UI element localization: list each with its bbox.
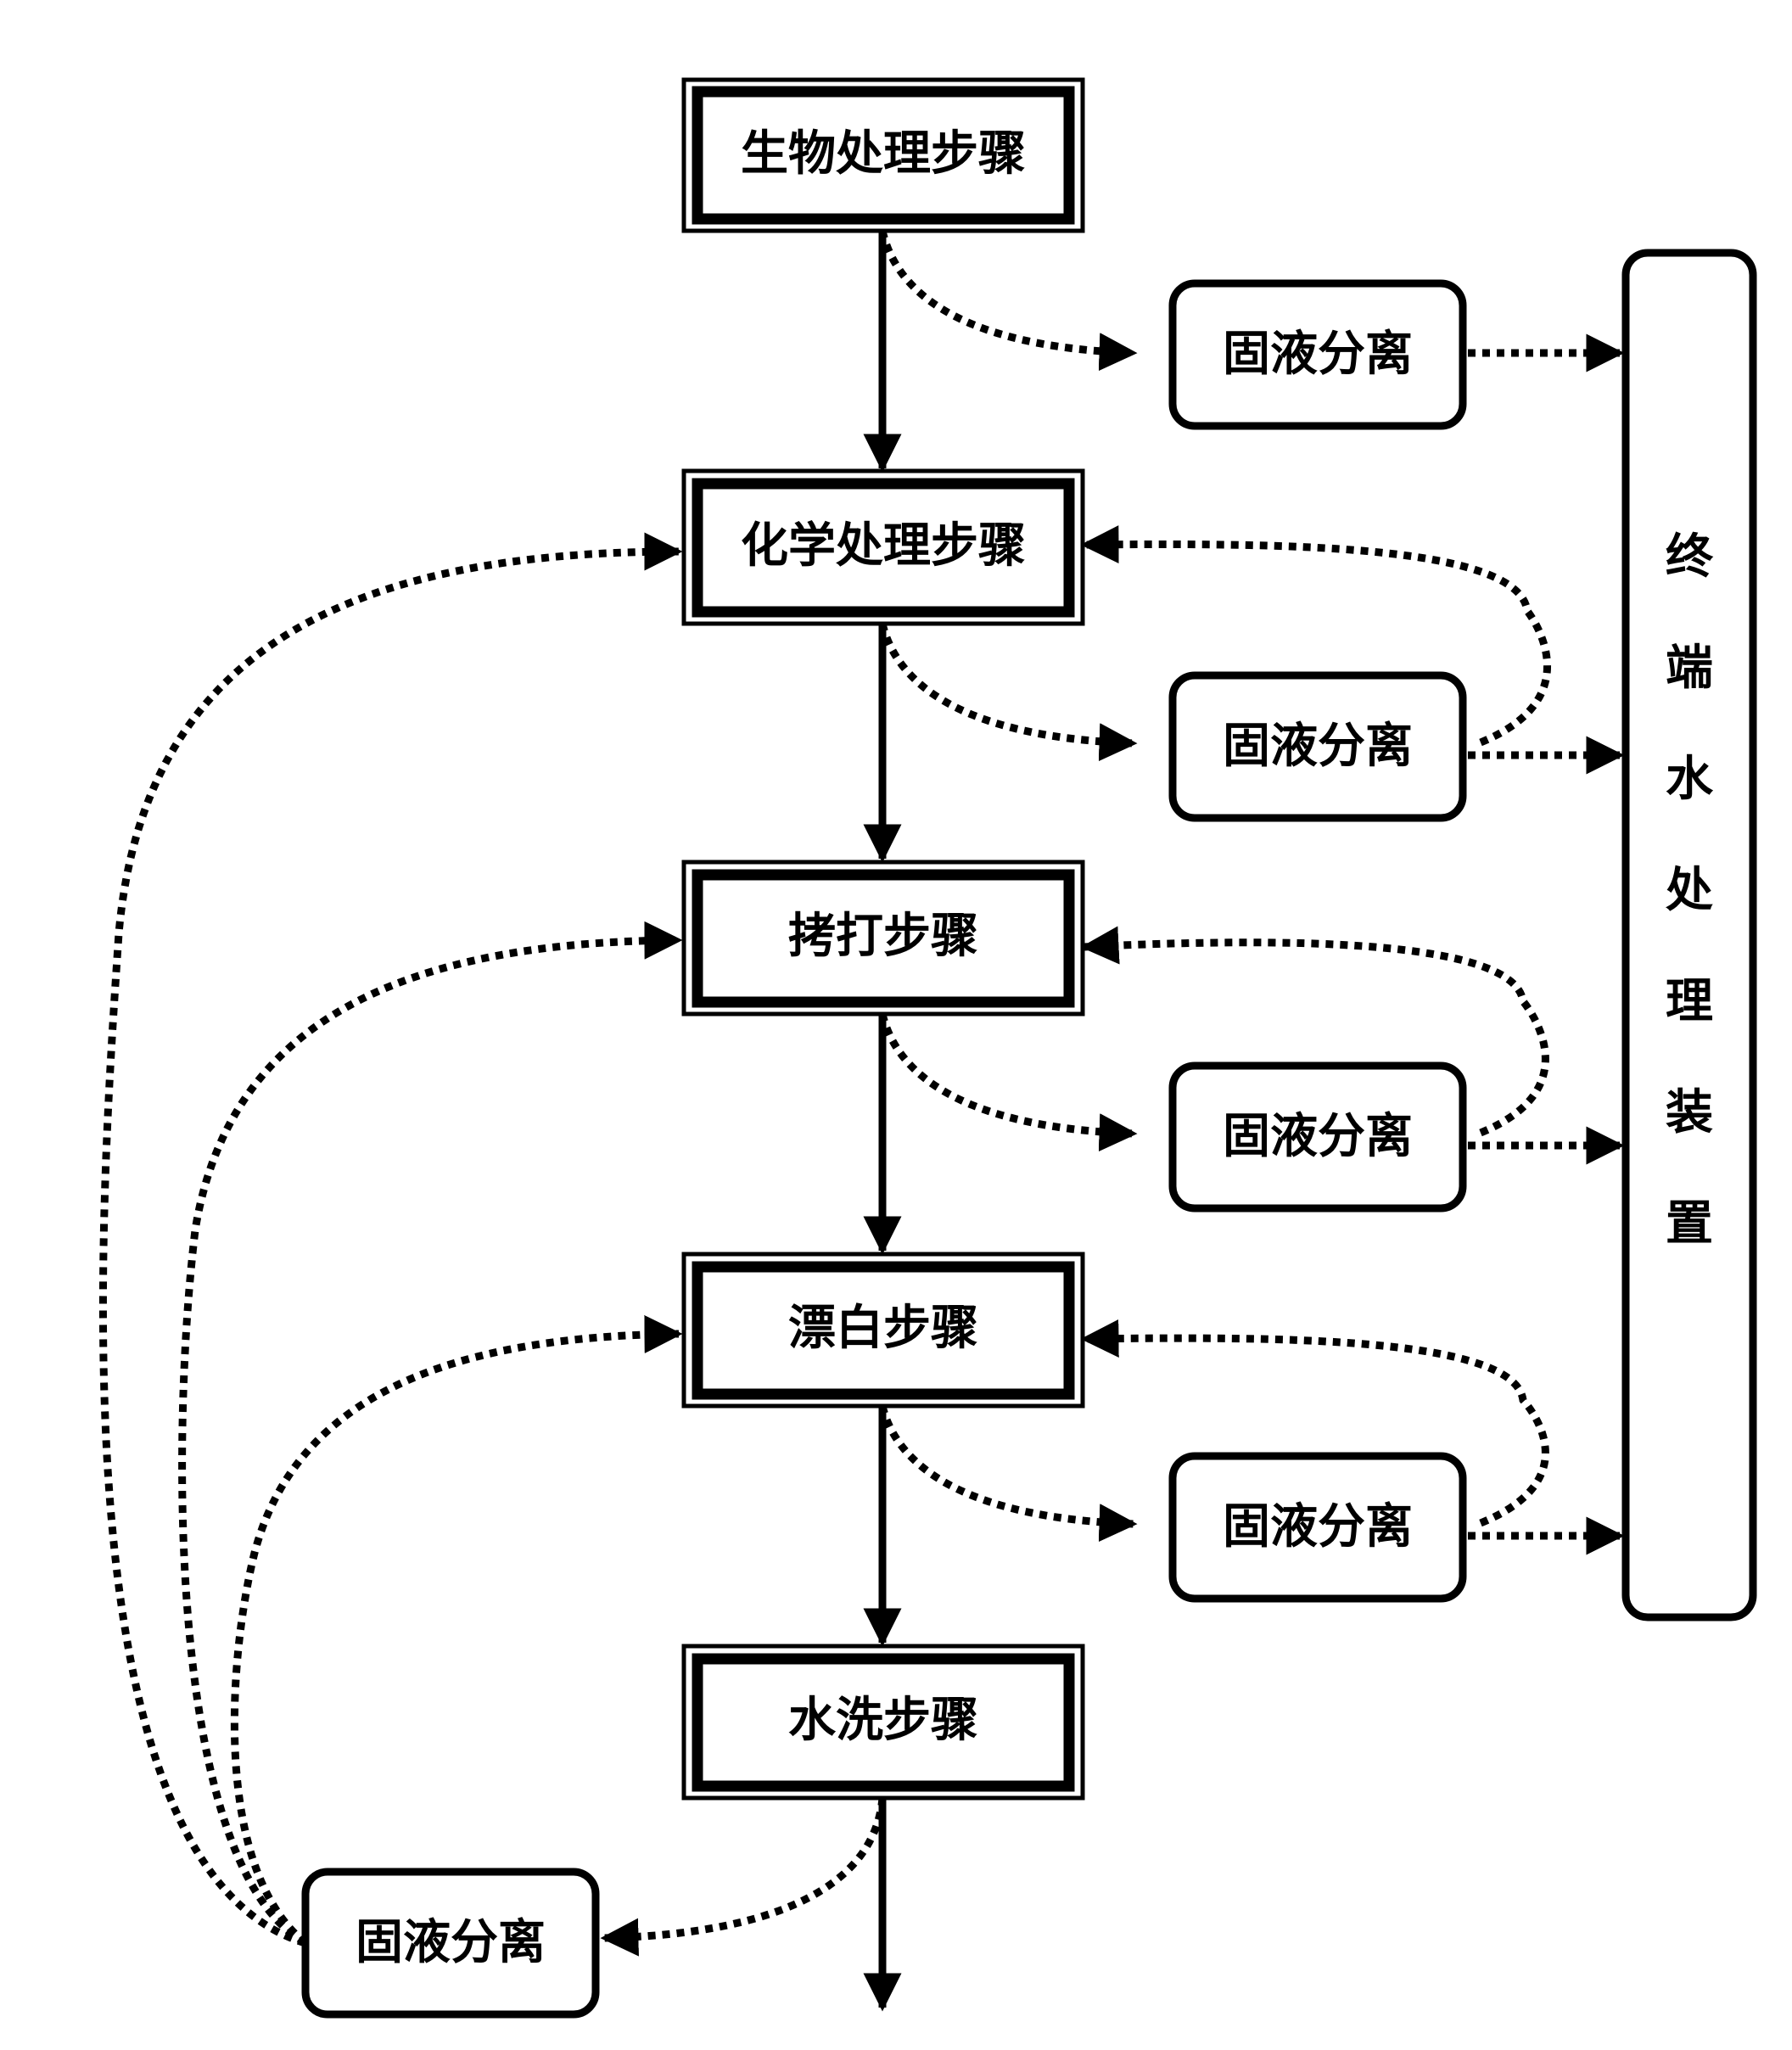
step-bleaching: 漂白步骤 [681, 1252, 1085, 1409]
step-biological: 生物处理步骤 [681, 77, 1085, 233]
separator-chemical: 固液分离 [1168, 671, 1467, 822]
separator-biological: 固液分离 [1168, 279, 1467, 430]
terminal-device-char-7: 置 [1666, 1196, 1713, 1252]
terminal-device-char-4: 处 [1666, 862, 1713, 918]
step-chemical-label: 化学处理步骤 [741, 518, 1026, 574]
step-bleaching-label: 漂白步骤 [788, 1300, 978, 1356]
step-biological-label: 生物处理步骤 [741, 126, 1026, 182]
terminal-device-char-3: 水 [1666, 751, 1714, 807]
separator-biological-label: 固液分离 [1223, 326, 1413, 382]
terminal-device-char-5: 理 [1666, 973, 1713, 1029]
separator-washing: 固液分离 [301, 1868, 600, 2019]
dotted-wash-to-sep [600, 1797, 887, 1957]
separator-beating-label: 固液分离 [1223, 1108, 1413, 1164]
step-chemical: 化学处理步骤 [681, 468, 1085, 626]
separator-bleaching: 固液分离 [1168, 1452, 1467, 1603]
terminal-device-char-2: 端 [1666, 640, 1713, 696]
terminal-device-char-1: 终 [1666, 529, 1714, 585]
step-washing: 水洗步骤 [681, 1644, 1085, 1801]
separator-washing-label: 固液分离 [356, 1914, 546, 1970]
dotted-sep3-recycle [1080, 926, 1549, 1137]
separator-beating: 固液分离 [1168, 1061, 1467, 1213]
step-beating: 拷打步骤 [681, 860, 1085, 1017]
dotted-wash-sep-to-beat [178, 921, 683, 1946]
dotted-sep2-recycle [1080, 525, 1551, 747]
step-washing-label: 水洗步骤 [788, 1692, 978, 1748]
step-beating-label: 拷打步骤 [788, 908, 978, 964]
separator-boxes: 固液分离 固液分离 固液分离 固液分离 固液分离 [301, 279, 1467, 2019]
dotted-wash-sep-to-chem [98, 532, 683, 1947]
separator-chemical-label: 固液分离 [1223, 718, 1413, 774]
dotted-beat-to-sep [878, 1012, 1138, 1152]
dotted-flow-lines [98, 229, 1625, 1957]
dotted-chem-to-sep [878, 622, 1138, 762]
separator-bleaching-label: 固液分离 [1223, 1498, 1413, 1554]
dotted-bio-to-sep [878, 229, 1138, 372]
step-boxes: 生物处理步骤 化学处理步骤 拷打步骤 漂白步骤 水洗步骤 [681, 77, 1085, 1801]
dotted-wash-sep-to-bleach [230, 1314, 683, 1946]
dotted-bleach-to-sep [878, 1404, 1138, 1543]
terminal-device-char-6: 装 [1666, 1084, 1713, 1140]
dotted-sep4-recycle [1080, 1319, 1549, 1527]
terminal-device: 终 端 水 处 理 装 置 [1621, 249, 1757, 1622]
